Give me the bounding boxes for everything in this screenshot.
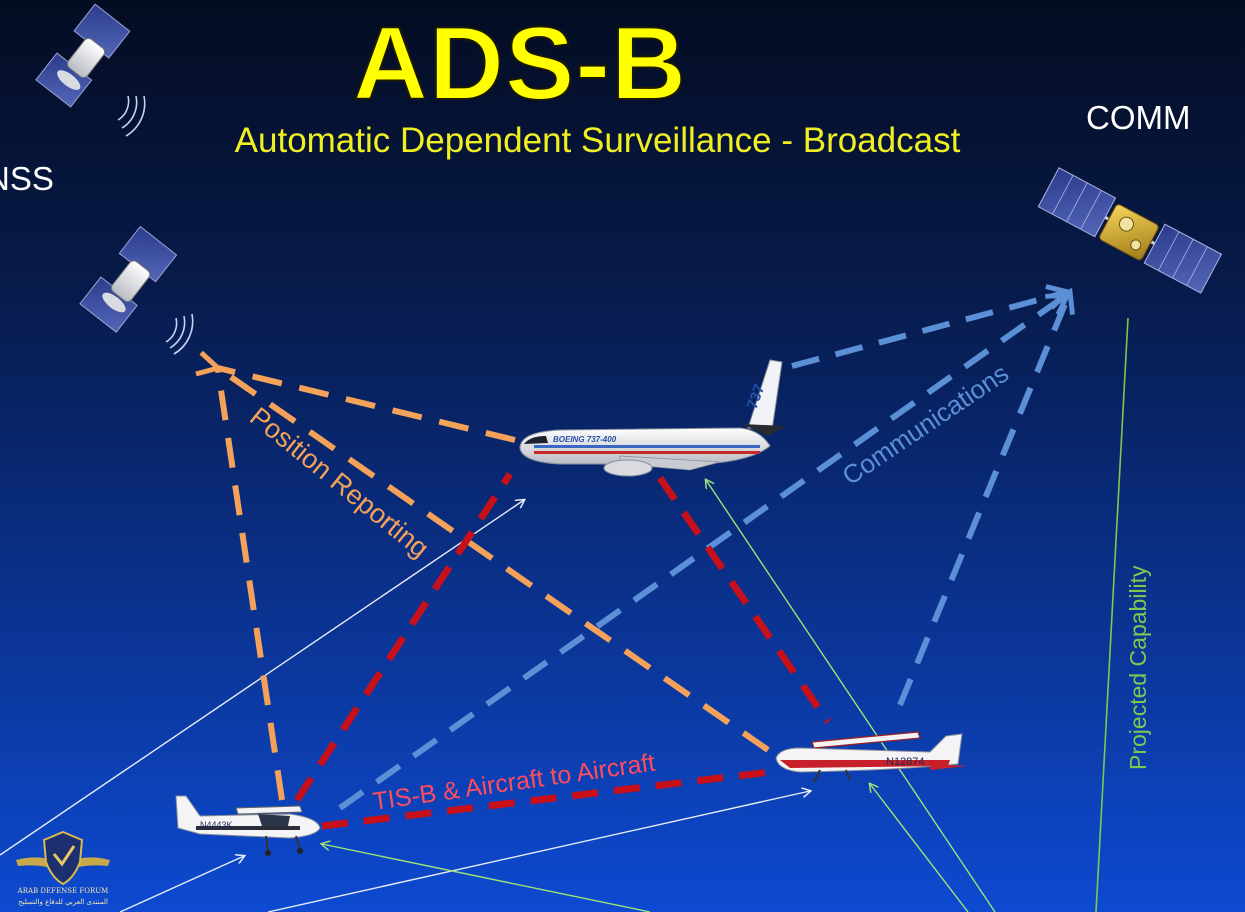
- projection-arrow-to-cessna-right: [268, 791, 810, 912]
- slide-title: ADS-B: [0, 12, 1040, 116]
- green-arrow-to-cessna-right: [870, 784, 968, 912]
- arab-defense-forum-watermark: ARAB DEFENSE FORUM المنتدى العربي للدفاع…: [6, 826, 120, 912]
- watermark-line-1: ARAB DEFENSE FORUM: [6, 888, 120, 895]
- comm-label: COMM: [1086, 101, 1190, 134]
- cessna-right-aircraft: N12874: [776, 732, 968, 782]
- green-arrows: [322, 318, 1128, 912]
- position-link-cessna-right: [218, 368, 768, 750]
- jet-livery-text: BOEING 737-400: [553, 435, 617, 444]
- position-reporting-label: Position Reporting: [244, 401, 434, 563]
- gnss-satellite-icon: [80, 227, 193, 354]
- projected-capability-line: [1096, 318, 1128, 912]
- projected-capability-label: Projected Capability: [1125, 565, 1151, 770]
- communications-label: Communications: [837, 358, 1014, 491]
- comm-link-jet: [792, 292, 1068, 366]
- tis-b-link-jet-right: [660, 478, 828, 722]
- cessna-left-aircraft: N4443K: [176, 796, 320, 856]
- slide-subtitle: Automatic Dependent Surveillance - Broad…: [0, 122, 1195, 161]
- green-arrow-to-jet: [706, 480, 995, 912]
- watermark-line-2: المنتدى العربي للدفاع والتسليح: [6, 899, 120, 906]
- cessna-left-registration: N4443K: [200, 820, 233, 830]
- projection-arrow-to-cessna-left: [120, 856, 244, 912]
- green-arrow-to-cessna-left: [322, 844, 650, 912]
- cessna-right-registration: N12874: [886, 756, 925, 768]
- gnss-label: NSS: [0, 162, 54, 195]
- comm-satellite-icon: [1038, 168, 1221, 293]
- boeing-737-aircraft: 737 BOEING 737-400: [520, 360, 786, 476]
